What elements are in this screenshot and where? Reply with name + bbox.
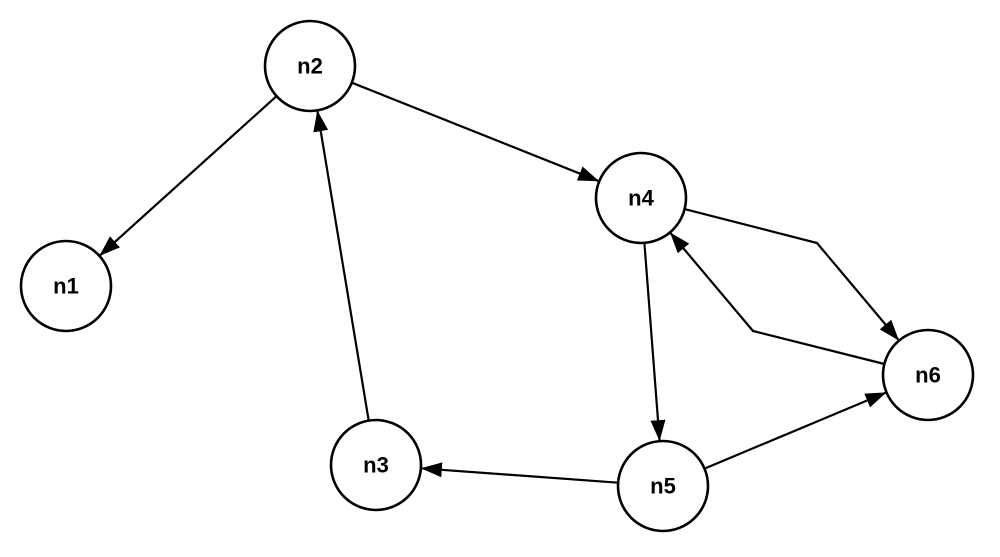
node-label-n5: n5 <box>650 474 676 499</box>
node-n3: n3 <box>329 418 423 512</box>
edge-n6-n4 <box>669 231 885 366</box>
node-circle-n3 <box>329 418 423 512</box>
node-label-n1: n1 <box>53 274 79 299</box>
node-circle-n6 <box>881 328 975 422</box>
node-n6: n6 <box>881 328 975 422</box>
edge-n5-n3 <box>420 462 619 484</box>
node-circle-n5 <box>616 439 710 533</box>
node-label-n2: n2 <box>297 54 323 79</box>
node-circle-n4 <box>594 151 688 245</box>
node-circle-n2 <box>263 19 357 113</box>
edge-n2-n4 <box>351 81 600 183</box>
node-n2: n2 <box>263 19 357 113</box>
node-label-n3: n3 <box>363 453 389 478</box>
node-n4: n4 <box>594 151 688 245</box>
nodes-layer: n1 n2 n3 n4 n5 n6 <box>19 19 975 533</box>
edges-layer <box>98 81 900 484</box>
node-label-n4: n4 <box>628 186 654 211</box>
node-n5: n5 <box>616 439 710 533</box>
edge-n5-n6 <box>704 391 887 470</box>
edge-n2-n1 <box>98 95 278 257</box>
node-n1: n1 <box>19 239 113 333</box>
node-label-n6: n6 <box>915 363 941 388</box>
edge-n3-n2 <box>313 110 370 421</box>
edge-n4-n5 <box>643 242 666 442</box>
edge-n4-n6 <box>684 208 900 342</box>
node-circle-n1 <box>19 239 113 333</box>
